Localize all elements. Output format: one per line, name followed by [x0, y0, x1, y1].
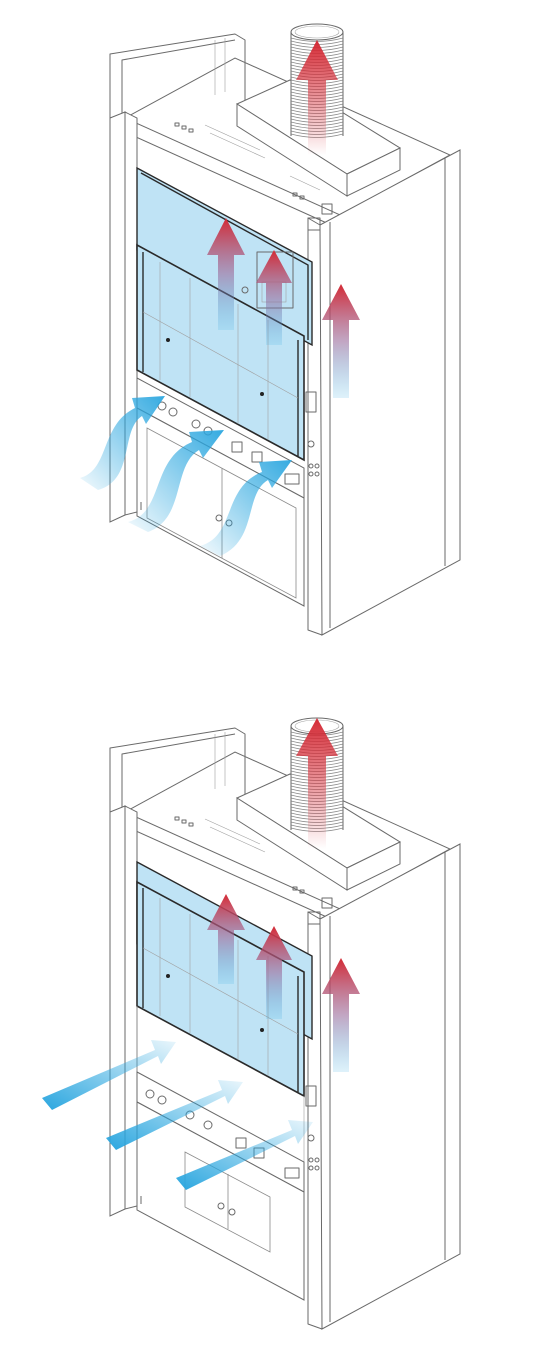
exhaust-arrow-hood-2 — [256, 926, 292, 1019]
fume-hood-illustration-top — [0, 0, 535, 660]
rear-frame — [109, 33, 246, 118]
exhaust-arrow-duct — [296, 40, 338, 155]
exhaust-arrow-side — [322, 958, 360, 1072]
intake-arrow-curved-1 — [80, 396, 165, 490]
exhaust-arrow-side — [322, 284, 360, 398]
exhaust-arrow-hood — [207, 218, 245, 330]
exhaust-arrow-hood-1 — [207, 894, 245, 984]
fume-hood-illustration-bottom — [0, 694, 535, 1354]
right-side-panel — [307, 843, 461, 1330]
sash-closed — [136, 243, 305, 462]
exhaust-arrow-window — [256, 250, 292, 345]
exhaust-arrow-duct — [296, 718, 338, 849]
intake-arrow-straight-1 — [42, 1040, 176, 1110]
airflow-arrows — [80, 40, 360, 556]
rear-frame — [109, 727, 246, 812]
fume-hood-drawing-bottom — [42, 717, 461, 1330]
intake-arrow-curved-2 — [128, 430, 224, 532]
intake-arrow-curved-3 — [200, 460, 292, 556]
fume-hood-drawing-top — [80, 23, 461, 636]
intake-arrow-straight-2 — [106, 1080, 243, 1150]
left-post — [109, 805, 138, 1217]
intake-arrow-straight-3 — [176, 1120, 313, 1190]
airflow-arrows — [42, 718, 360, 1190]
right-side-panel — [307, 149, 461, 636]
